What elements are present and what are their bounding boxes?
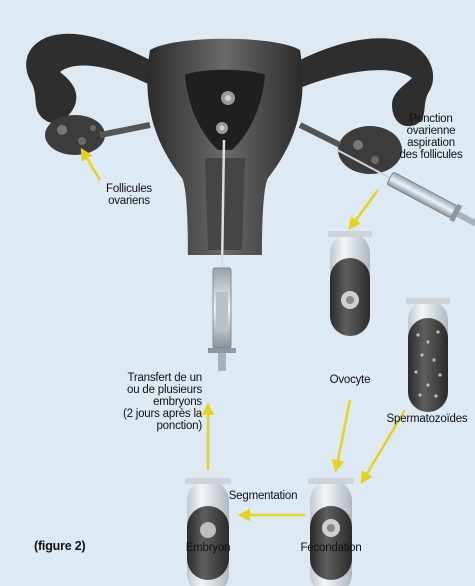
fecondation-tube (308, 478, 354, 586)
segmentation-label: Segmentation (223, 490, 303, 502)
arrow-ovocyte-to-fecondation (336, 400, 350, 470)
ovocyte-tube (328, 231, 372, 336)
uterus-illustration (26, 34, 433, 270)
figure-caption: (figure 2) (34, 540, 114, 552)
left-ovary (45, 115, 105, 155)
ovocyte-label: Ovocyte (318, 374, 382, 386)
arrow-aspiration-to-ovocyte (350, 190, 378, 228)
fecondation-label: Fécondation (288, 542, 374, 554)
arrow-follicules (82, 150, 100, 180)
ponction-label: Ponction ovarienne aspiration des follic… (388, 113, 474, 161)
transfer-syringe (208, 268, 236, 371)
transfert-label: Transfert de un ou de plusieurs embryons… (110, 372, 202, 432)
embryon-label: Embryon (175, 542, 241, 554)
follicules-label: Follicules ovariens (84, 183, 174, 207)
spermatozoides-tube (406, 298, 450, 412)
spermatozoides-label: Spermatozoïdes (382, 413, 472, 425)
